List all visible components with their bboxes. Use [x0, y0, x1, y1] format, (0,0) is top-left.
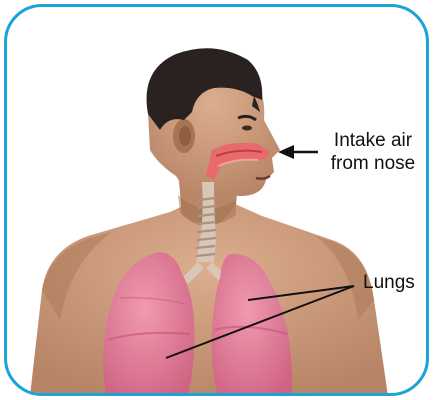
- intake-arrow: [278, 145, 318, 159]
- lungs-label: Lungs: [363, 271, 415, 294]
- intake-air-label: Intake air from nose: [321, 129, 425, 175]
- intake-air-label-line2: from nose: [321, 152, 425, 175]
- intake-air-label-line1: Intake air: [321, 129, 425, 152]
